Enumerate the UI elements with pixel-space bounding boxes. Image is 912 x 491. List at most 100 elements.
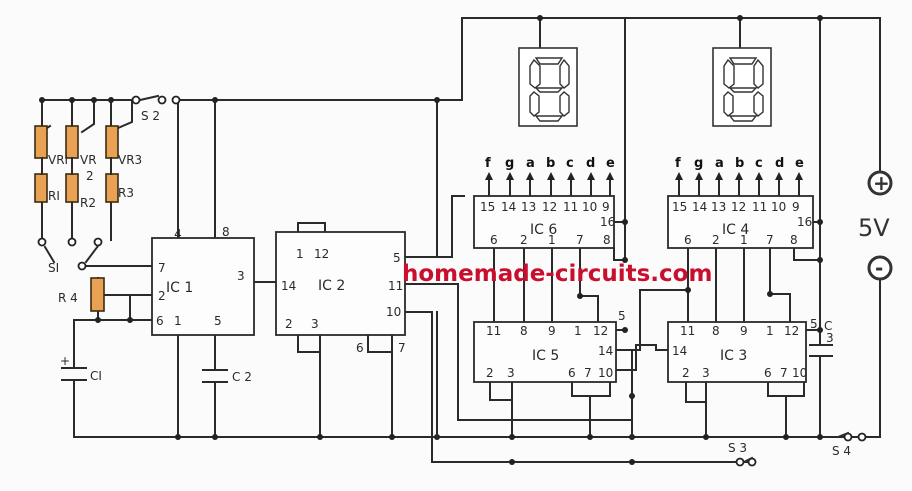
svg-text:14: 14: [281, 279, 296, 293]
svg-text:1: 1: [740, 233, 748, 247]
seven-segment-display-right: [712, 47, 772, 127]
svg-text:2: 2: [520, 233, 528, 247]
svg-text:8: 8: [712, 324, 720, 338]
svg-text:7: 7: [576, 233, 584, 247]
svg-text:f: f: [485, 156, 491, 171]
svg-text:e: e: [606, 156, 615, 171]
c3-label-b: 3: [826, 331, 834, 345]
svg-text:5: 5: [393, 251, 401, 265]
svg-text:7: 7: [584, 366, 592, 380]
svg-text:e: e: [795, 156, 804, 171]
ic4-body: [667, 195, 814, 249]
svg-text:6: 6: [490, 233, 498, 247]
ic2-body: [275, 231, 406, 336]
ic5-name: IC 5: [532, 348, 559, 364]
svg-text:d: d: [586, 156, 595, 171]
minus-sign: -: [875, 256, 883, 280]
svg-text:14: 14: [501, 200, 516, 214]
svg-text:a: a: [526, 156, 535, 171]
s4-lever: [836, 431, 850, 439]
svg-text:6: 6: [684, 233, 692, 247]
r2-label: R2: [80, 196, 96, 210]
svg-text:2: 2: [486, 366, 494, 380]
svg-text:13: 13: [711, 200, 726, 214]
ic2-name: IC 2: [318, 278, 345, 294]
svg-text:12: 12: [593, 324, 608, 338]
plus-terminal-icon: [867, 170, 893, 196]
svg-text:g: g: [694, 156, 703, 171]
svg-text:1: 1: [766, 324, 774, 338]
svg-text:10: 10: [598, 366, 613, 380]
r1-label: RI: [48, 189, 60, 203]
svg-text:11: 11: [388, 279, 403, 293]
ic3-name: IC 3: [720, 348, 747, 364]
svg-text:6: 6: [568, 366, 576, 380]
ic1-body: [151, 237, 255, 336]
ic5-body: [473, 321, 617, 383]
ic3-body: [667, 321, 807, 383]
svg-text:8: 8: [603, 233, 611, 247]
supply-terminals: [867, 170, 893, 281]
svg-text:8: 8: [222, 225, 230, 239]
svg-text:6: 6: [356, 341, 364, 355]
svg-text:1: 1: [548, 233, 556, 247]
svg-text:3: 3: [507, 366, 515, 380]
svg-text:7: 7: [766, 233, 774, 247]
r4-label: R 4: [58, 291, 78, 305]
svg-text:f: f: [675, 156, 681, 171]
svg-text:2: 2: [285, 317, 293, 331]
r2-body: [65, 173, 79, 203]
svg-text:6: 6: [764, 366, 772, 380]
svg-text:6: 6: [156, 314, 164, 328]
s1-label: SI: [48, 261, 59, 275]
ic6-name: IC 6: [530, 222, 557, 238]
r4-body: [90, 277, 105, 312]
svg-text:14: 14: [598, 344, 613, 358]
svg-text:10: 10: [582, 200, 597, 214]
capacitors: [61, 344, 833, 395]
svg-text:13: 13: [521, 200, 536, 214]
svg-text:10: 10: [771, 200, 786, 214]
svg-text:9: 9: [548, 324, 556, 338]
vr1-label: VRI: [48, 153, 68, 167]
svg-text:1: 1: [574, 324, 582, 338]
svg-text:5: 5: [810, 317, 818, 331]
ic1-name: IC 1: [166, 280, 193, 296]
labels: IC 1 4 8 7 3 2 6 1 5 IC 2 1 12 14 5 11 1…: [48, 109, 890, 458]
svg-text:9: 9: [602, 200, 610, 214]
svg-text:16: 16: [797, 215, 812, 229]
s1-lever: [84, 244, 100, 264]
supply-voltage: 5V: [858, 214, 890, 242]
svg-text:12: 12: [784, 324, 799, 338]
svg-text:3: 3: [237, 269, 245, 283]
c1-polarity: +: [60, 354, 70, 368]
svg-text:12: 12: [542, 200, 557, 214]
minus-terminal-icon: [867, 255, 893, 281]
r3-body: [105, 173, 119, 203]
svg-text:d: d: [775, 156, 784, 171]
svg-text:11: 11: [486, 324, 501, 338]
svg-text:7: 7: [398, 341, 406, 355]
svg-text:g: g: [505, 156, 514, 171]
svg-text:2: 2: [682, 366, 690, 380]
s2-label: S 2: [141, 109, 160, 123]
svg-text:1: 1: [296, 247, 304, 261]
svg-text:2: 2: [712, 233, 720, 247]
svg-text:5: 5: [214, 314, 222, 328]
c3-label-a: C: [824, 319, 832, 333]
s4-label: S 4: [832, 444, 851, 458]
svg-text:3: 3: [702, 366, 710, 380]
svg-text:14: 14: [692, 200, 707, 214]
ic4-name: IC 4: [722, 222, 749, 238]
svg-text:5: 5: [618, 309, 626, 323]
s2-lever: [138, 94, 160, 102]
svg-text:8: 8: [520, 324, 528, 338]
plus-sign: +: [873, 171, 890, 195]
watermark-text: homemade-circuits.com: [402, 261, 712, 287]
svg-text:15: 15: [480, 200, 495, 214]
svg-text:14: 14: [672, 344, 687, 358]
seven-segment-display-left: [518, 47, 578, 127]
svg-text:10: 10: [386, 305, 401, 319]
vr2-label-a: VR: [80, 153, 97, 167]
svg-text:a: a: [715, 156, 724, 171]
